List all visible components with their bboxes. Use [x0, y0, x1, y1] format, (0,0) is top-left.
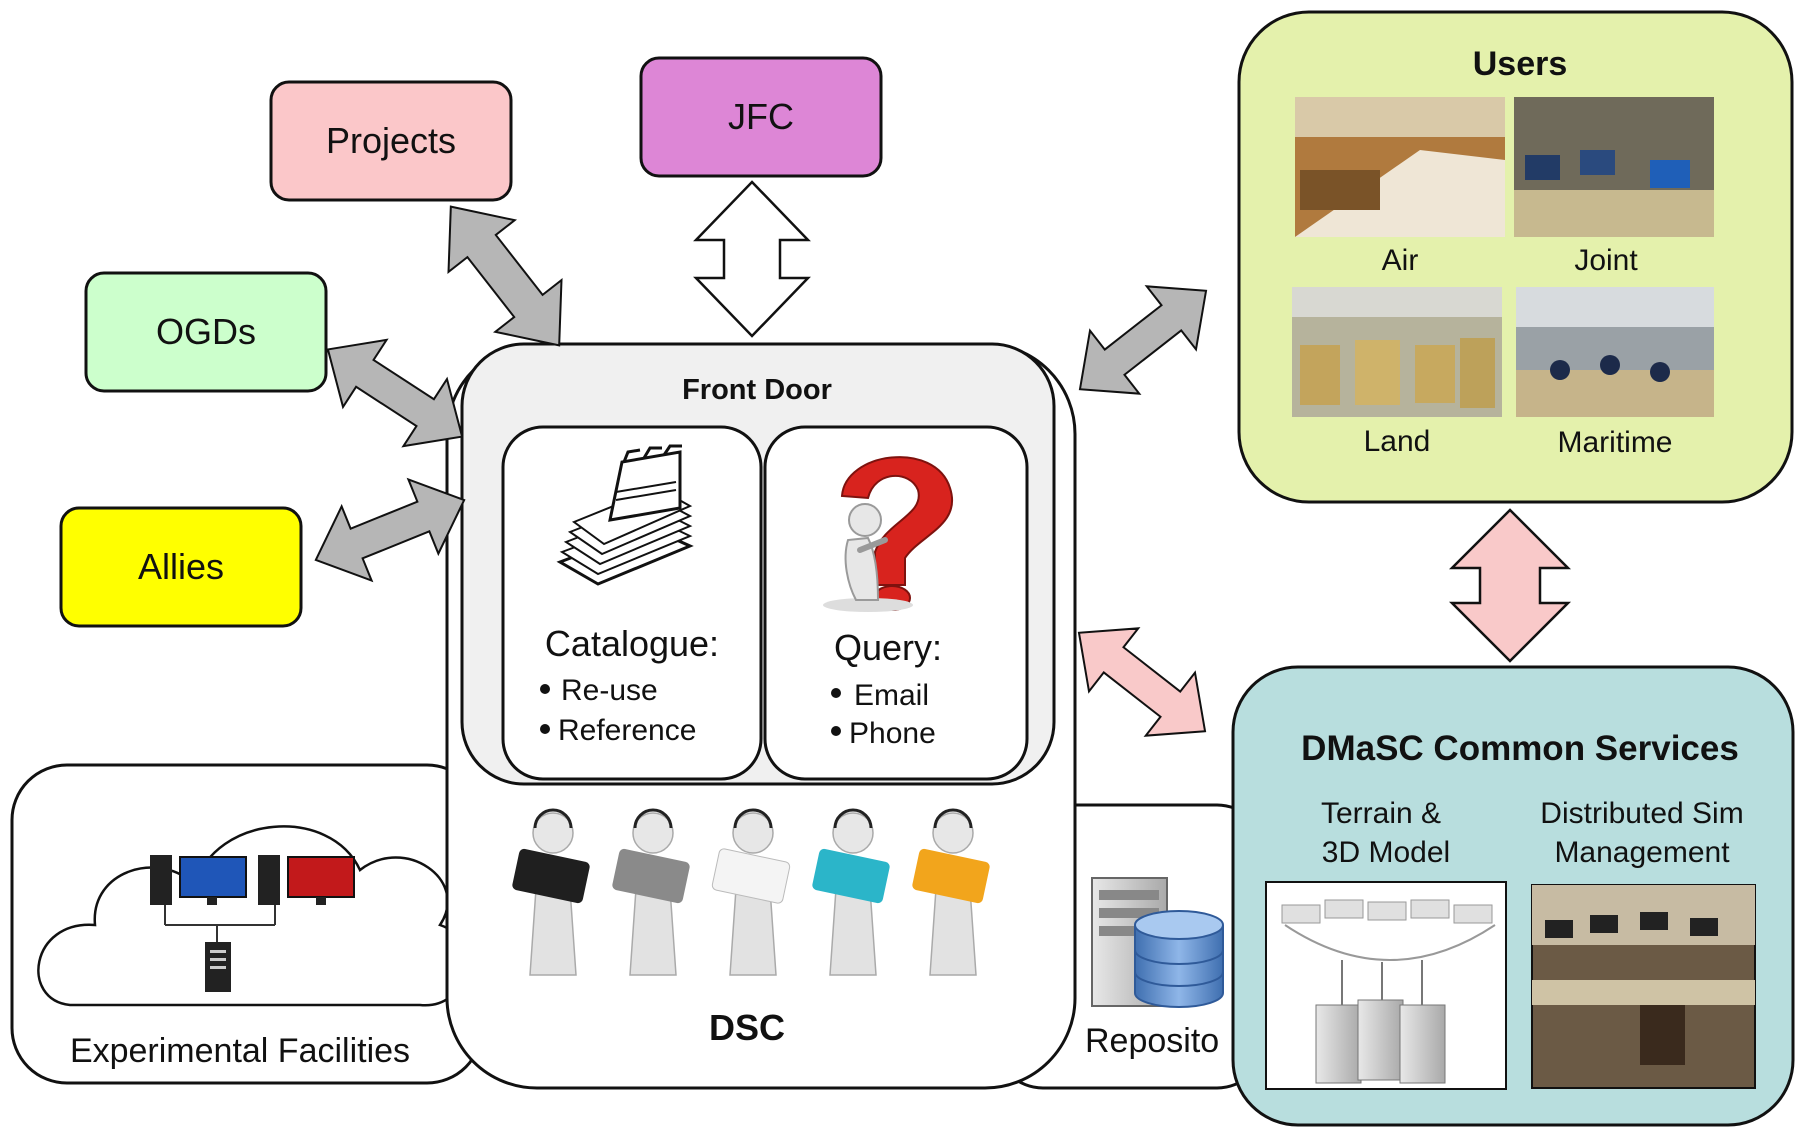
- support-figure-2: [612, 808, 690, 976]
- catalogue-card: Catalogue: Re-use Reference: [501, 425, 763, 781]
- query-heading: Query:: [834, 627, 942, 668]
- dsc-panel: Front Door Catalogue: Re-use: [445, 342, 1077, 1090]
- front-door-panel: Front Door Catalogue: Re-use: [460, 342, 1056, 786]
- air-label: Air: [1382, 244, 1419, 277]
- repository-label: Reposito: [1085, 1022, 1219, 1060]
- query-item-phone: Phone: [849, 717, 936, 750]
- networked-computers-icon: [150, 855, 355, 992]
- land-photo: [1292, 287, 1502, 417]
- common-services-panel: DMaSC Common Services Terrain & 3D Model…: [1231, 665, 1795, 1127]
- catalogue-item-reference: Reference: [558, 714, 696, 747]
- jfc-label: JFC: [728, 96, 794, 137]
- terrain-line-1: Terrain &: [1321, 797, 1441, 830]
- projects-box: Projects: [269, 80, 513, 202]
- server-cluster-image: [1265, 881, 1507, 1090]
- question-mark-figure-icon: [823, 456, 953, 612]
- joint-label: Joint: [1574, 244, 1638, 277]
- ogds-box: OGDs: [84, 271, 328, 393]
- query-card: Query: Email Phone: [763, 425, 1029, 781]
- dsc-label: DSC: [709, 1007, 785, 1048]
- allies-label: Allies: [138, 546, 224, 587]
- terrain-line-2: 3D Model: [1322, 836, 1450, 869]
- maritime-label: Maritime: [1557, 426, 1672, 459]
- distributed-sim-photo: [1531, 884, 1756, 1089]
- support-figure-3: [711, 808, 791, 976]
- joint-photo: [1514, 97, 1714, 237]
- common-services-title: DMaSC Common Services: [1301, 729, 1739, 768]
- grey-double-arrows: [314, 205, 1208, 583]
- services-dsc-arrow: [1077, 627, 1207, 737]
- allies-dsc-arrow: [314, 477, 466, 583]
- users-dsc-arrow: [1078, 285, 1208, 395]
- land-label: Land: [1364, 425, 1431, 458]
- jfc-box: JFC: [639, 56, 883, 178]
- front-door-title: Front Door: [682, 374, 832, 406]
- card-index-icon: [556, 444, 694, 586]
- ogds-label: OGDs: [156, 311, 256, 352]
- allies-box: Allies: [59, 506, 303, 628]
- support-figure-4: [812, 808, 890, 976]
- distsim-line-1: Distributed Sim: [1540, 797, 1743, 830]
- ogds-dsc-arrow: [326, 338, 464, 448]
- query-item-email: Email: [854, 679, 929, 712]
- projects-label: Projects: [326, 120, 456, 161]
- jfc-front-door-arrow: [693, 180, 811, 338]
- support-figure-1: [512, 808, 590, 976]
- support-figure-5: [912, 808, 990, 976]
- projects-dsc-arrow: [447, 205, 563, 347]
- catalogue-heading: Catalogue:: [545, 623, 719, 664]
- users-title: Users: [1473, 45, 1568, 83]
- support-team-figures: [512, 808, 990, 976]
- users-services-arrow: [1448, 508, 1572, 663]
- server-database-icon: [1091, 877, 1224, 1008]
- distsim-line-2: Management: [1554, 836, 1730, 869]
- catalogue-item-reuse: Re-use: [561, 674, 658, 707]
- air-photo: [1295, 97, 1505, 237]
- experimental-facilities-label: Experimental Facilities: [70, 1032, 410, 1070]
- experimental-facilities-panel: Experimental Facilities: [10, 763, 484, 1085]
- users-panel: Users Air Joint Land: [1237, 10, 1794, 504]
- maritime-photo: [1516, 287, 1714, 417]
